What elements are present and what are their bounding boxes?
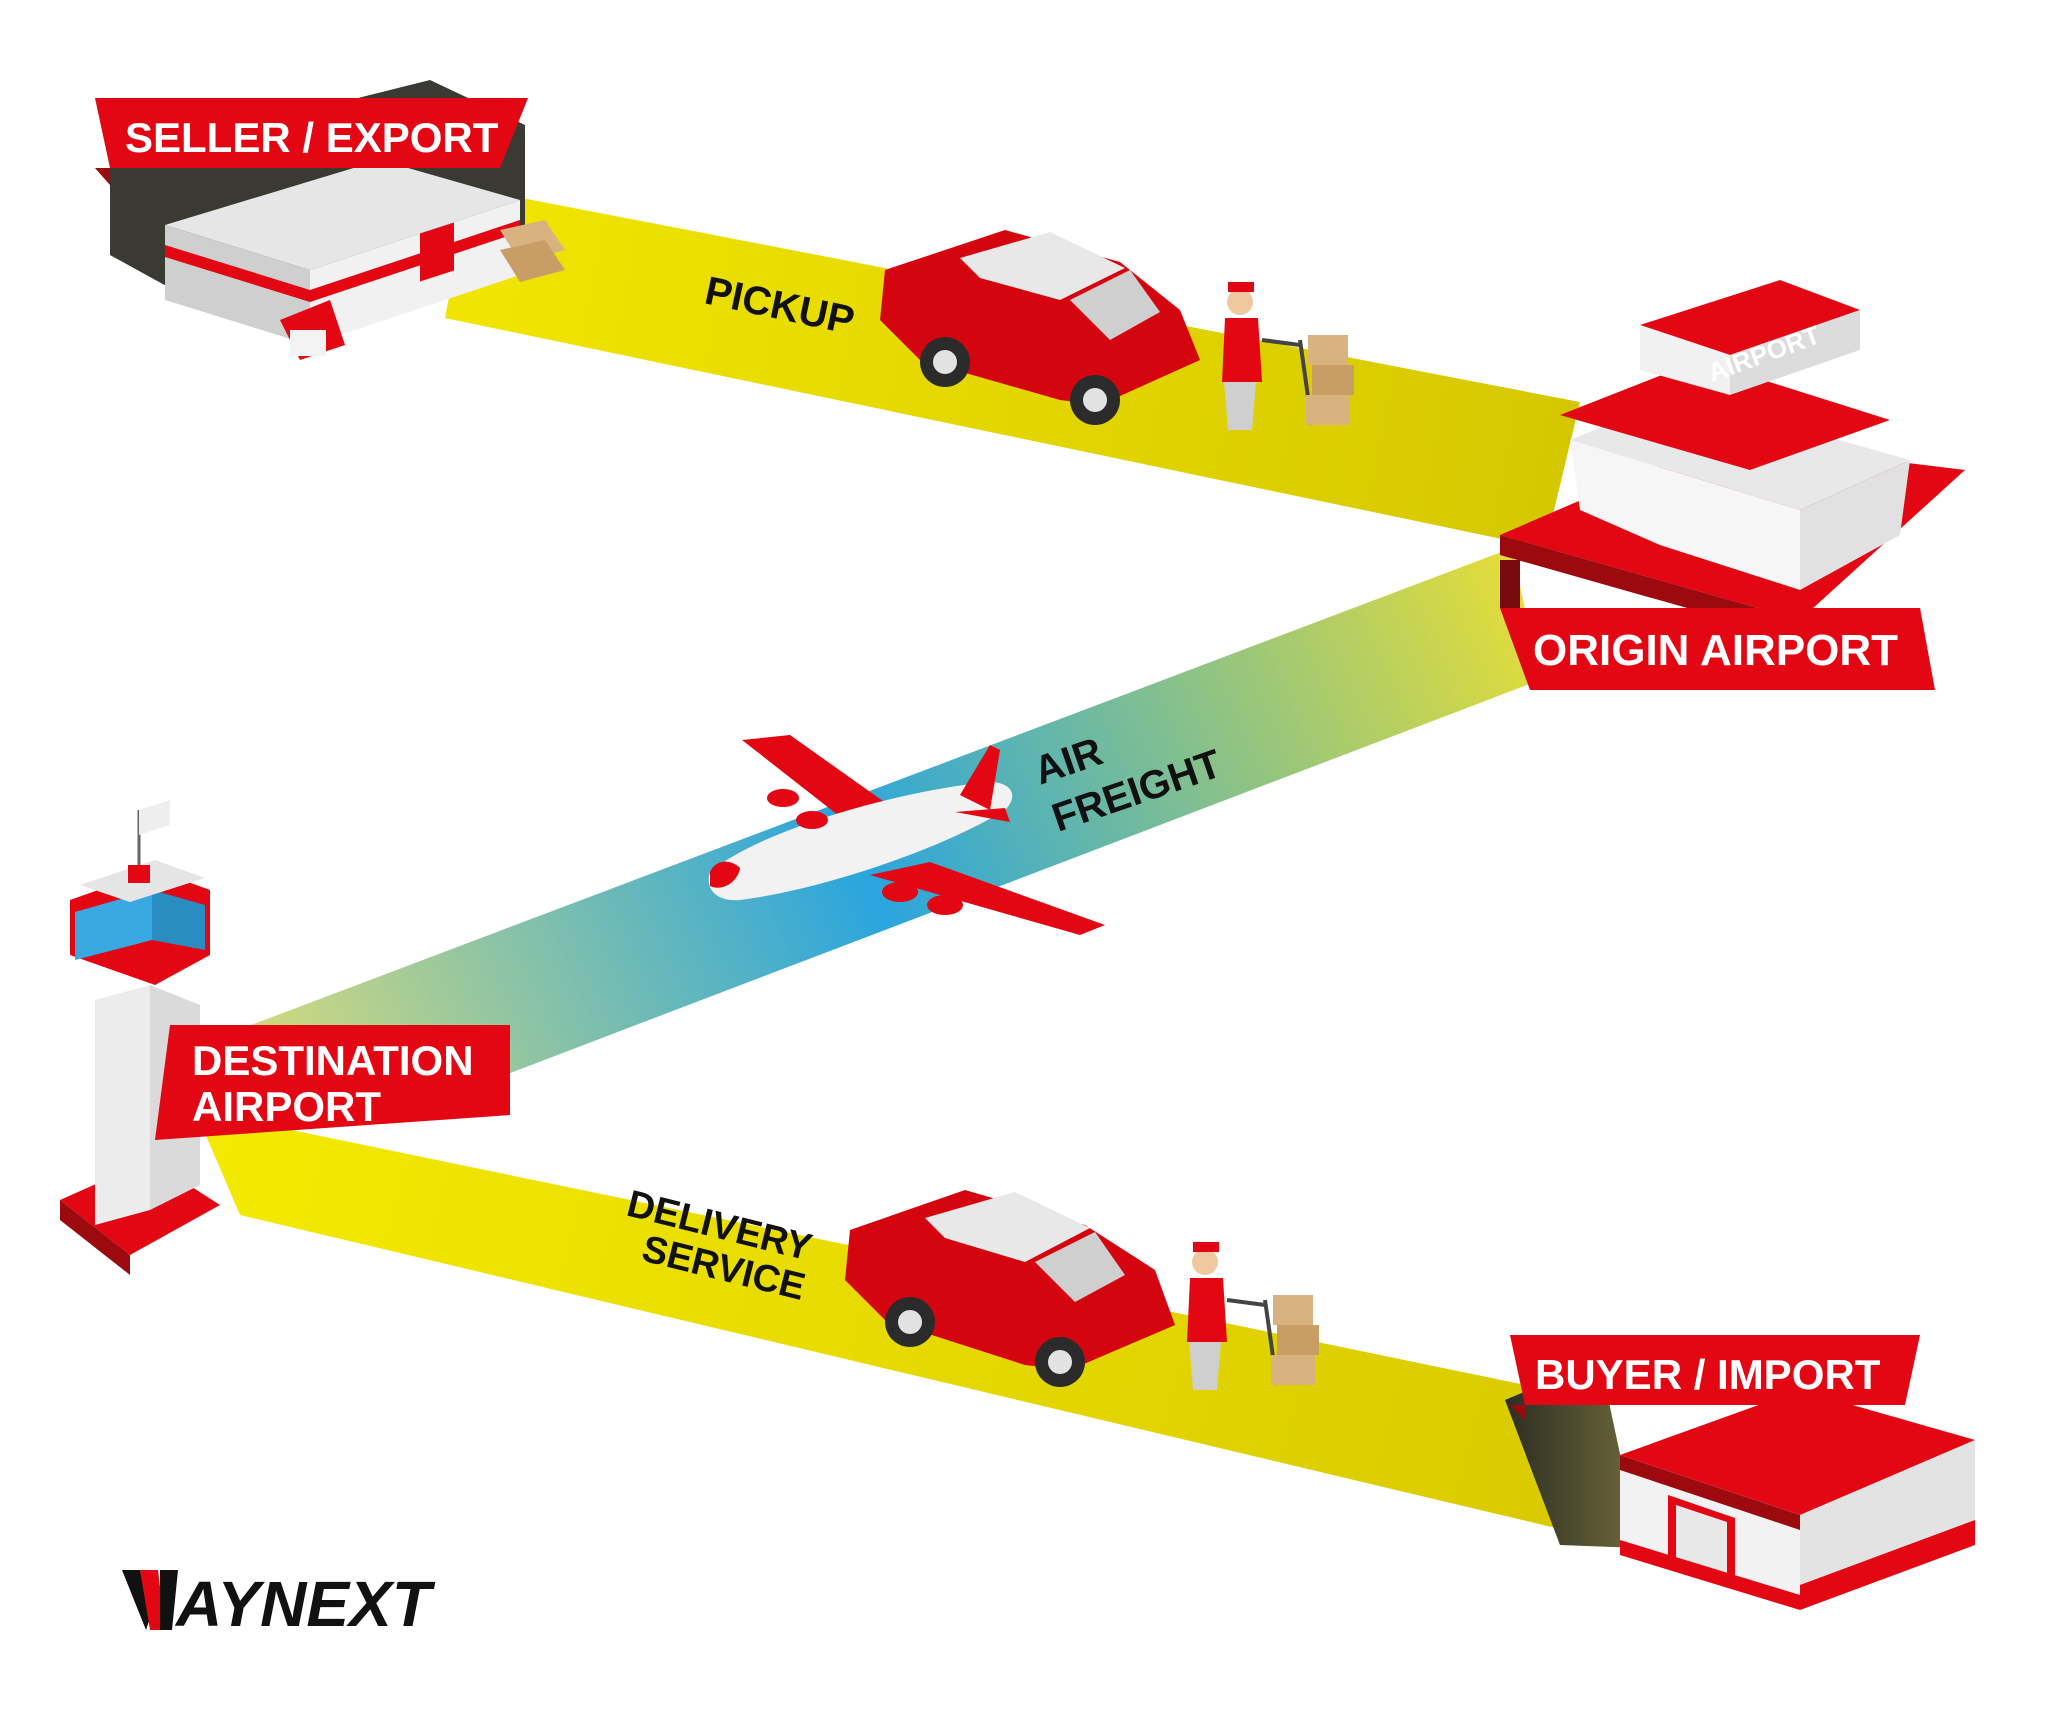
- origin-airport-label-text: ORIGIN AIRPORT: [1533, 626, 1898, 675]
- seller-label: SELLER / EXPORT: [95, 98, 528, 185]
- buyer-label-text: BUYER / IMPORT: [1535, 1351, 1881, 1398]
- seller-label-text: SELLER / EXPORT: [125, 114, 499, 161]
- destination-label-line2: AIRPORT: [192, 1083, 381, 1130]
- airport-terminal-icon: AIRPORT: [1500, 280, 1965, 640]
- waynext-logo: AYNEXT: [122, 1568, 436, 1640]
- control-tower-icon: [60, 800, 220, 1275]
- destination-airport-label: DESTINATION AIRPORT: [155, 1025, 510, 1140]
- destination-label-line1: DESTINATION: [192, 1037, 474, 1084]
- courier-icon: [1222, 282, 1354, 430]
- car-icon: [845, 1190, 1175, 1387]
- courier-icon: [1187, 1242, 1319, 1390]
- airplane-icon: [708, 735, 1105, 935]
- logo-text: AYNEXT: [174, 1568, 436, 1640]
- buyer-label: BUYER / IMPORT: [1510, 1335, 1920, 1420]
- origin-airport-label: ORIGIN AIRPORT: [1500, 560, 1935, 690]
- warehouse-icon: [1505, 1360, 1975, 1610]
- car-icon: [880, 230, 1200, 425]
